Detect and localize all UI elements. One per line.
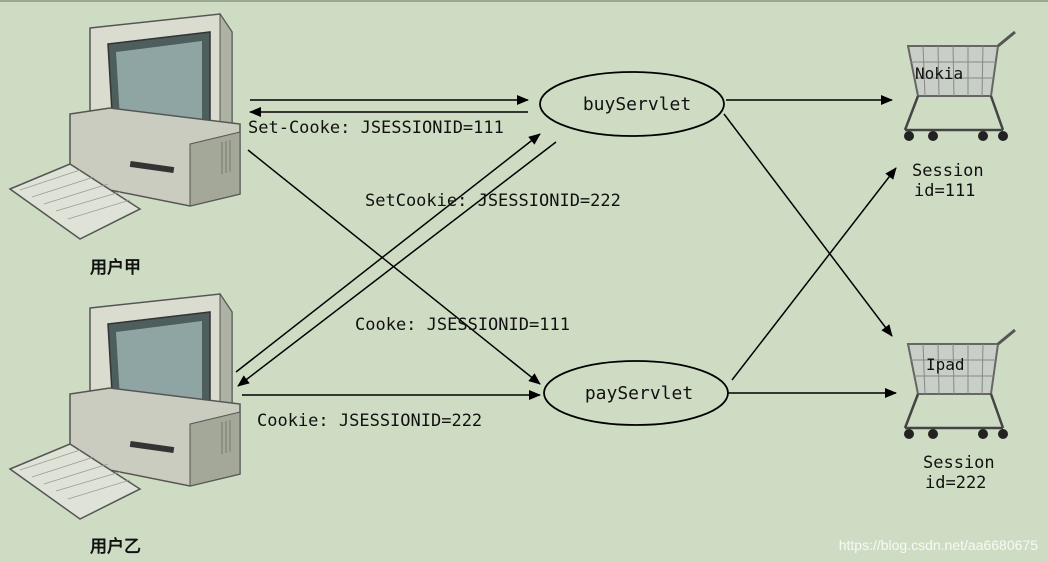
top-border (0, 0, 1048, 2)
computer-icon (9, 13, 241, 240)
shopping-cart-icon (902, 328, 1017, 441)
shopping-cart-icon (902, 30, 1017, 143)
session-arrow (723, 113, 893, 337)
set-cookie-222-arrow (237, 141, 557, 387)
cookie-111-label: Cooke: JSESSIONID=111 (355, 315, 570, 335)
session-id-label: id=111 (914, 181, 976, 201)
set-cookie-222-label: SetCookie: JSESSIONID=222 (365, 191, 621, 211)
buy-servlet-node (539, 71, 725, 137)
session-label: Session (912, 161, 984, 181)
pay-servlet-label: payServlet (585, 383, 693, 404)
cart-item-label: Nokia (915, 64, 964, 83)
computer-icon (9, 293, 241, 520)
user-a-label: 用户甲 (90, 258, 141, 278)
session-id-label: id=222 (925, 473, 987, 493)
cookie-222-label: Cookie: JSESSIONID=222 (257, 411, 483, 431)
buy-servlet-label: buyServlet (583, 94, 691, 115)
session-label: Session (923, 453, 995, 473)
set-cookie-111-label: Set-Cooke: JSESSIONID=111 (248, 118, 504, 138)
user-b-label: 用户乙 (90, 537, 141, 557)
session-arrow (731, 167, 897, 381)
watermark: https://blog.csdn.net/aa6680675 (838, 537, 1038, 553)
cart-item-label: Ipad (926, 355, 965, 374)
request-arrow (235, 133, 541, 373)
